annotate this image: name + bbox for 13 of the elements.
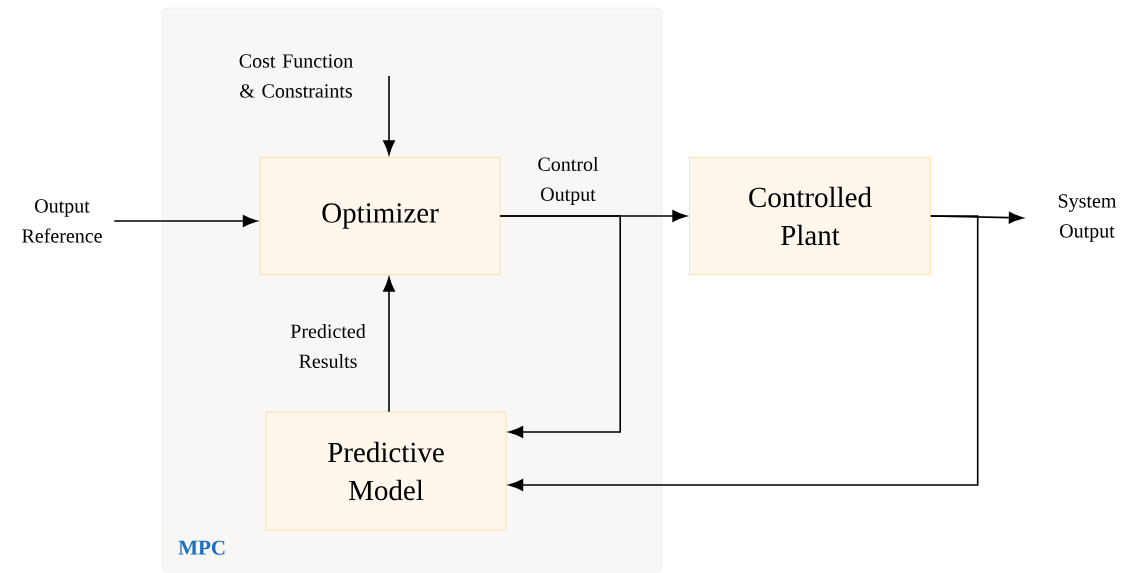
edge-label: Control Output <box>538 156 599 206</box>
arrow <box>499 215 621 438</box>
process-box: Predictive Model <box>265 411 507 531</box>
signal-label: System Output <box>1058 194 1117 242</box>
edge-label: Predicted Results <box>290 323 366 368</box>
arrow <box>113 215 258 227</box>
process-box: Optimizer <box>259 157 501 275</box>
signal-label: Cost Function & Constraints <box>239 54 353 98</box>
process-box: Controlled Plant <box>689 157 931 275</box>
signal-label: Output Reference <box>22 199 102 243</box>
arrow <box>508 215 979 491</box>
arrow <box>383 75 395 155</box>
arrow <box>383 277 395 413</box>
